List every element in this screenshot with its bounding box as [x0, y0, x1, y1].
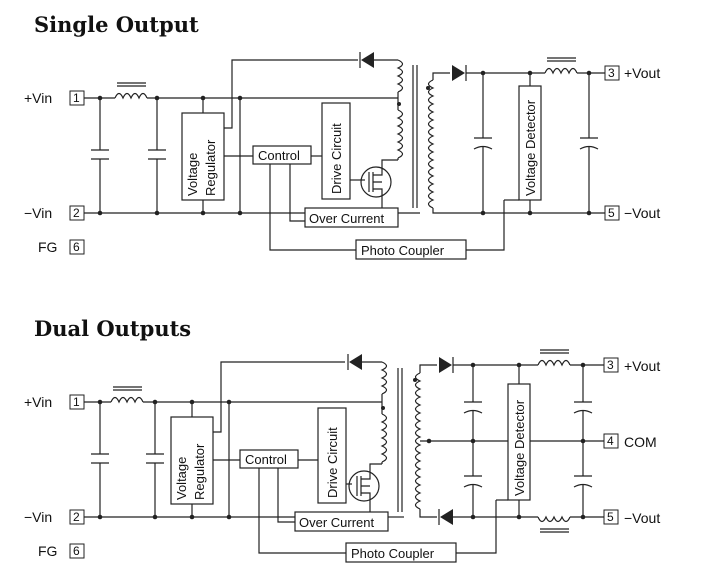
single-pin-6: [69, 239, 85, 255]
single-aux-winding: [396, 59, 404, 93]
dual-pin-5-label: 5: [607, 510, 614, 524]
dual-control-label: Control: [245, 452, 287, 467]
dual-mosfet: [348, 468, 380, 504]
dual-secondary-winding: [414, 372, 422, 510]
dual-over-current-label: Over Current: [299, 515, 375, 530]
single-pin-1-label: 1: [73, 91, 80, 105]
dual-output-inductor-neg: [537, 515, 571, 523]
single-output-title: Single Output: [34, 12, 199, 37]
single-pin-5-label: 5: [608, 206, 615, 220]
dual-output-cap-3: [573, 365, 593, 441]
dual-drive-label: Drive Circuit: [325, 427, 340, 498]
single-photo-coupler-label: Photo Coupler: [361, 243, 445, 258]
dual-pin-4-label: 4: [607, 434, 614, 448]
single-output-cap-1: [473, 73, 493, 213]
dual-vout-pos-label: +Vout: [624, 358, 660, 374]
dual-over-current-block: [294, 511, 389, 532]
single-pin-3-label: 3: [608, 66, 615, 80]
single-pin-3: [604, 65, 620, 81]
single-fg-label: FG: [38, 239, 57, 255]
single-input-cap-1: [91, 98, 109, 213]
dual-pin-6-label: 6: [73, 544, 80, 558]
dual-output-title: Dual Outputs: [34, 316, 191, 341]
single-vin-neg-label: −Vin: [24, 205, 52, 221]
dual-output-cap-4: [573, 441, 593, 517]
dual-regulator-line2: Regulator: [192, 443, 207, 500]
dual-output-cap-1: [463, 365, 483, 441]
dual-output-cap-2: [463, 441, 483, 517]
single-vout-pos-label: +Vout: [624, 65, 660, 81]
dual-voltage-detector: [507, 383, 531, 501]
single-output-diagram: Single Output +Vin 1 −Vin 2 FG 6: [24, 12, 660, 260]
single-secondary-winding: [427, 79, 435, 209]
single-input-cap-2: [148, 98, 166, 213]
single-voltage-detector: [518, 85, 542, 201]
single-regulator-line2: Regulator: [203, 139, 218, 196]
dual-photo-coupler-label: Photo Coupler: [351, 546, 435, 561]
single-control-label: Control: [258, 148, 300, 163]
dual-aux-diode: [347, 354, 362, 370]
dual-vin-neg-label: −Vin: [24, 509, 52, 525]
single-drive-circuit: [321, 102, 351, 200]
dual-input-cap-2: [146, 402, 164, 517]
single-output-inductor: [544, 67, 578, 75]
dual-aux-winding: [380, 361, 388, 395]
single-aux-diode: [359, 52, 374, 68]
dual-output-diode-neg: [438, 509, 453, 525]
dual-input-inductor: [110, 396, 144, 404]
dual-pin-3-label: 3: [607, 358, 614, 372]
single-output-diode: [452, 65, 467, 81]
single-output-cap-2: [579, 73, 599, 213]
single-input-inductor: [114, 92, 148, 100]
dual-input-cap-1: [91, 402, 109, 517]
single-over-current-block: [304, 207, 399, 228]
dual-control-block: [239, 449, 299, 469]
dual-fg-label: FG: [38, 543, 57, 559]
single-drive-label: Drive Circuit: [329, 123, 344, 194]
single-pin-6-label: 6: [73, 240, 80, 254]
single-voltage-regulator: [181, 112, 225, 201]
dual-pin-1-label: 1: [73, 395, 80, 409]
dual-voltage-regulator: [170, 416, 214, 505]
dual-vout-neg-label: −Vout: [624, 510, 660, 526]
dual-output-diode-pos: [439, 357, 454, 373]
single-regulator-line1: Voltage: [185, 153, 200, 196]
single-primary-winding: [396, 109, 404, 159]
dual-pin-4: [603, 433, 619, 449]
single-mosfet: [360, 164, 392, 200]
single-vin-pos-label: +Vin: [24, 90, 52, 106]
dual-voltage-detector-label: Voltage Detector: [512, 399, 527, 496]
dual-pin-2-label: 2: [73, 510, 80, 524]
dual-pin-3: [603, 357, 619, 373]
single-voltage-detector-label: Voltage Detector: [523, 99, 538, 196]
dual-output-inductor-pos: [537, 359, 571, 367]
dual-primary-winding: [380, 413, 388, 463]
dual-drive-circuit: [317, 407, 347, 504]
dual-vin-pos-label: +Vin: [24, 394, 52, 410]
dual-com-label: COM: [624, 434, 657, 450]
dual-output-diagram: Dual Outputs +Vin 1 −Vin 2 FG 6: [24, 316, 660, 563]
dual-regulator-line1: Voltage: [174, 457, 189, 500]
single-over-current-label: Over Current: [309, 211, 385, 226]
single-vout-neg-label: −Vout: [624, 205, 660, 221]
dual-pin-6: [69, 543, 85, 559]
single-control-block: [252, 145, 312, 165]
single-pin-5: [604, 205, 620, 221]
dual-pin-5: [603, 509, 619, 525]
single-pin-2-label: 2: [73, 206, 80, 220]
